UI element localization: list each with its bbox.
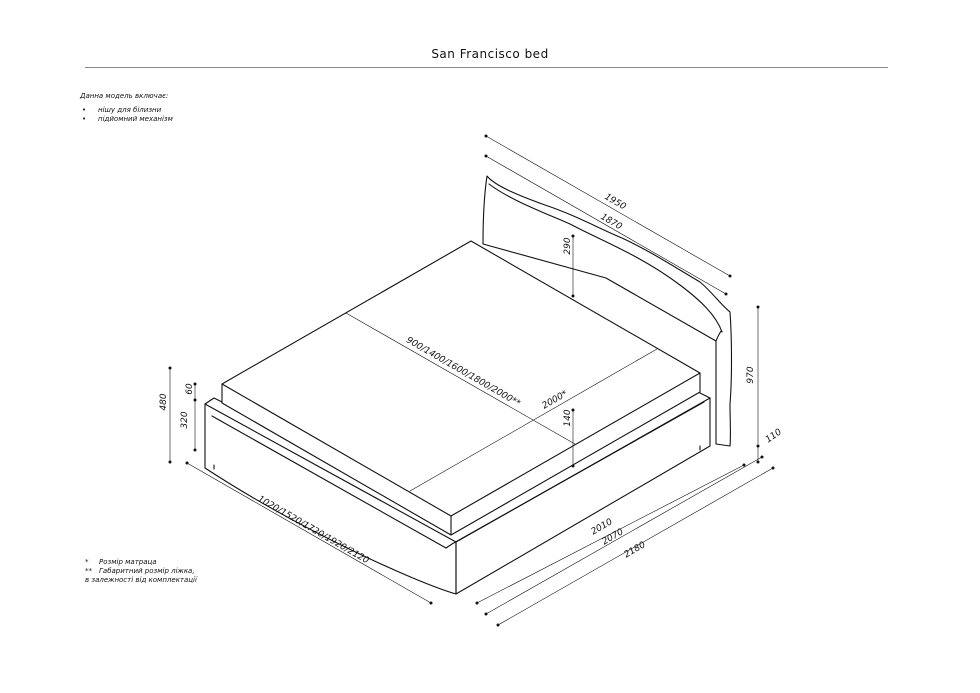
mattress-side-face bbox=[450, 372, 701, 536]
dim-line-1870 bbox=[485, 155, 727, 295]
mattress-width-line bbox=[345, 312, 576, 445]
dim-label-mattress-length: 2000* bbox=[541, 389, 570, 412]
dim-line-bed-width bbox=[186, 462, 432, 604]
headboard bbox=[482, 175, 733, 447]
dim-label-320: 320 bbox=[180, 411, 190, 428]
bullet-icon: • bbox=[82, 106, 87, 114]
frame-back-corner bbox=[699, 392, 711, 399]
footnote-overall: ** Габаритний розмір ліжка, bbox=[85, 567, 197, 576]
dim-label-480: 480 bbox=[159, 393, 169, 410]
includes-list: • нішу для білизни • підйомний механізм bbox=[80, 106, 173, 124]
dim-line-2070 bbox=[485, 456, 763, 615]
includes-item-lift-mechanism: підйомний механізм bbox=[98, 115, 173, 123]
headboard-corner bbox=[715, 330, 723, 342]
dimension-labels: 1950 1870 290 970 110 480 60 320 140 900… bbox=[159, 192, 784, 566]
dimension-endpoints bbox=[168, 134, 775, 627]
footnote-mark: * bbox=[85, 558, 89, 566]
outer-dimension-lines bbox=[169, 135, 774, 626]
headboard-top-seam bbox=[488, 183, 723, 333]
dim-label-bed-width: 1020/1520/1720/1920/2120 bbox=[256, 494, 371, 566]
footnote-mattress: * Розмір матраца bbox=[85, 558, 197, 567]
includes-block: Данна модель включає: • нішу для білизни … bbox=[80, 92, 173, 124]
mattress-length-line bbox=[409, 348, 658, 492]
mattress-front-face bbox=[221, 383, 452, 536]
list-item: • підйомний механізм bbox=[80, 115, 173, 124]
list-item: • нішу для білизни bbox=[80, 106, 173, 115]
footnote-text: Габаритний розмір ліжка, bbox=[99, 567, 195, 575]
frame-front-face bbox=[204, 403, 457, 595]
mattress bbox=[221, 240, 701, 536]
dim-label-mattress-width: 900/1400/1600/1800/2000** bbox=[404, 335, 522, 409]
bullet-icon: • bbox=[82, 115, 87, 123]
footnotes: * Розмір матраца ** Габаритний розмір ліжк… bbox=[85, 558, 197, 585]
footnote-overall-cont: в залежності від комплектації bbox=[85, 576, 197, 585]
footnote-text: в залежності від комплектації bbox=[85, 576, 197, 584]
frame-side-face bbox=[455, 397, 711, 595]
dim-label-970: 970 bbox=[746, 366, 756, 383]
frame-side-seam bbox=[445, 401, 705, 549]
drawing-title: San Francisco bed bbox=[431, 47, 549, 61]
dim-label-2180: 2180 bbox=[623, 540, 648, 560]
dim-label-1950: 1950 bbox=[603, 192, 628, 212]
dim-label-110: 110 bbox=[764, 427, 784, 445]
includes-item-linen-niche: нішу для білизни bbox=[98, 106, 162, 114]
frame-top-left bbox=[204, 397, 223, 405]
frame-front-seam bbox=[211, 415, 447, 549]
dim-label-290: 290 bbox=[563, 237, 573, 254]
footnote-text: Розмір матраца bbox=[99, 558, 157, 566]
mattress-dimension-lines bbox=[345, 235, 658, 492]
includes-label: Данна модель включає: bbox=[80, 92, 169, 100]
bed-frame bbox=[204, 392, 711, 595]
dim-line-2180 bbox=[497, 467, 774, 626]
dim-label-140: 140 bbox=[563, 409, 573, 426]
headboard-outline bbox=[482, 175, 733, 447]
dim-label-60: 60 bbox=[185, 383, 195, 395]
dim-line-2010 bbox=[476, 464, 745, 604]
title-rule bbox=[85, 67, 888, 68]
footnote-mark: ** bbox=[85, 567, 92, 575]
dim-line-1950 bbox=[485, 135, 731, 277]
